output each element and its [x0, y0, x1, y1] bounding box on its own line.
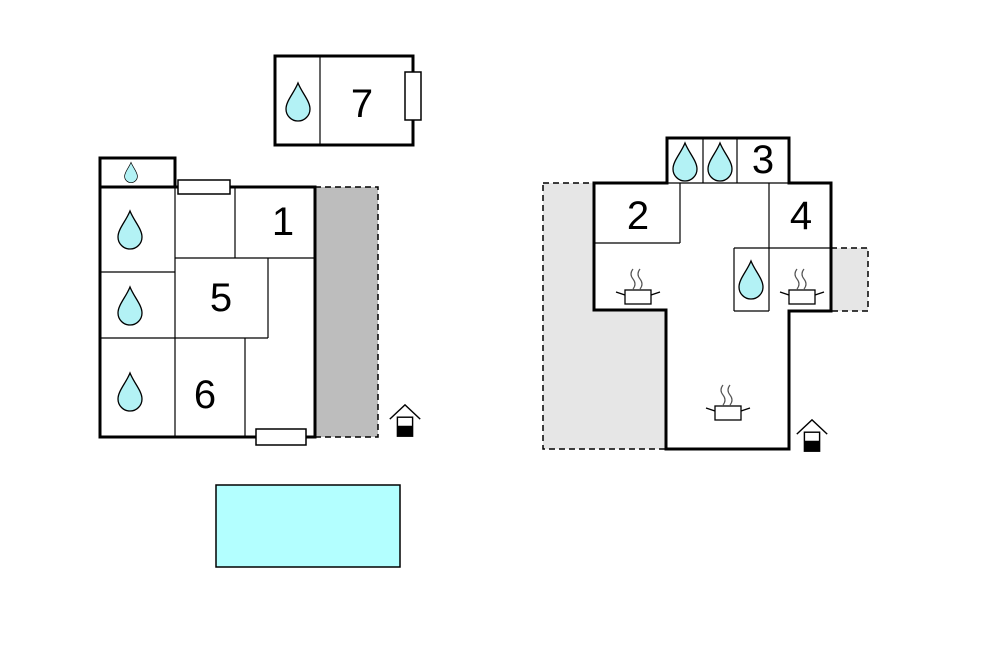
- room-number-2: 2: [627, 194, 649, 238]
- room-number-7: 7: [351, 82, 373, 126]
- room-number-6: 6: [194, 373, 216, 417]
- entrance-house-icon: [796, 419, 828, 452]
- room-number-5: 5: [210, 276, 232, 320]
- bathroom-small: [98, 156, 177, 189]
- window: [177, 179, 231, 195]
- building-right: [592, 136, 833, 451]
- entrance-house-icon: [389, 404, 421, 437]
- building-right-outline: [592, 136, 833, 451]
- window: [404, 71, 422, 121]
- window: [255, 428, 307, 446]
- pool: [215, 484, 401, 568]
- room-number-3: 3: [752, 138, 774, 182]
- room-number-4: 4: [790, 194, 812, 238]
- terrace-left: [314, 186, 379, 438]
- terrace-right-small: [831, 247, 869, 312]
- room-number-1: 1: [272, 200, 294, 244]
